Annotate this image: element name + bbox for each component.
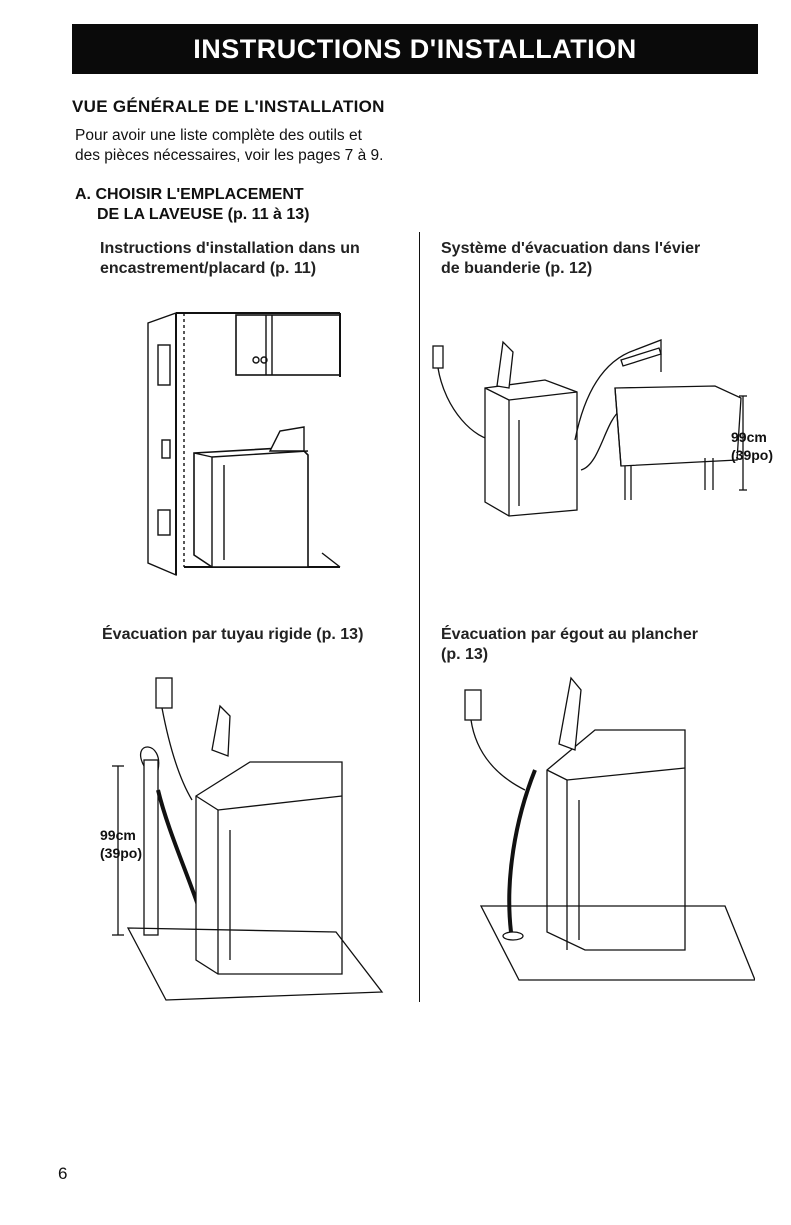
standpipe-height-cm: 99cm (100, 827, 136, 843)
caption-floor-drain-line-2: (p. 13) (441, 646, 489, 663)
standpipe-height-label: 99cm (39po) (100, 826, 142, 862)
section-title: VUE GÉNÉRALE DE L'INSTALLATION (72, 97, 385, 116)
caption-floor-drain-line-1: Évacuation par égout au plancher (441, 626, 698, 643)
step-a-line-1: A. CHOISIR L'EMPLACEMENT (75, 186, 304, 203)
caption-laundry-tub-line-2: de buanderie (p. 12) (441, 260, 593, 277)
intro-paragraph: Pour avoir une liste complète des outils… (75, 126, 495, 166)
caption-closet: Instructions d'installation dans un enca… (100, 239, 360, 279)
caption-closet-line-1: Instructions d'installation dans un (100, 240, 360, 257)
standpipe-drain-illustration: 99cm (39po) (100, 670, 390, 1010)
tub-height-cm: 99cm (731, 429, 767, 445)
caption-laundry-tub: Système d'évacuation dans l'évier de bua… (441, 239, 700, 279)
caption-closet-line-2: encastrement/placard (p. 11) (100, 260, 317, 277)
page-banner-title: INSTRUCTIONS D'INSTALLATION (72, 24, 758, 74)
column-divider (419, 232, 420, 1002)
closet-installation-illustration (140, 305, 350, 580)
tub-height-label: 99cm (39po) (731, 428, 773, 464)
caption-standpipe: Évacuation par tuyau rigide (p. 13) (102, 626, 364, 643)
floor-drain-illustration (455, 670, 755, 990)
tub-height-in: (39po) (731, 447, 773, 463)
step-a-heading: A. CHOISIR L'EMPLACEMENT DE LA LAVEUSE (… (75, 185, 310, 225)
step-a-line-2: DE LA LAVEUSE (p. 11 à 13) (97, 206, 310, 223)
caption-laundry-tub-line-1: Système d'évacuation dans l'évier (441, 240, 701, 257)
standpipe-height-in: (39po) (100, 845, 142, 861)
page-number: 6 (58, 1164, 68, 1183)
intro-line-2: des pièces nécessaires, voir les pages 7… (75, 147, 384, 164)
intro-line-1: Pour avoir une liste complète des outils… (75, 127, 362, 144)
laundry-tub-drain-illustration: 99cm (39po) (425, 330, 790, 530)
caption-floor-drain: Évacuation par égout au plancher (p. 13) (441, 625, 698, 665)
